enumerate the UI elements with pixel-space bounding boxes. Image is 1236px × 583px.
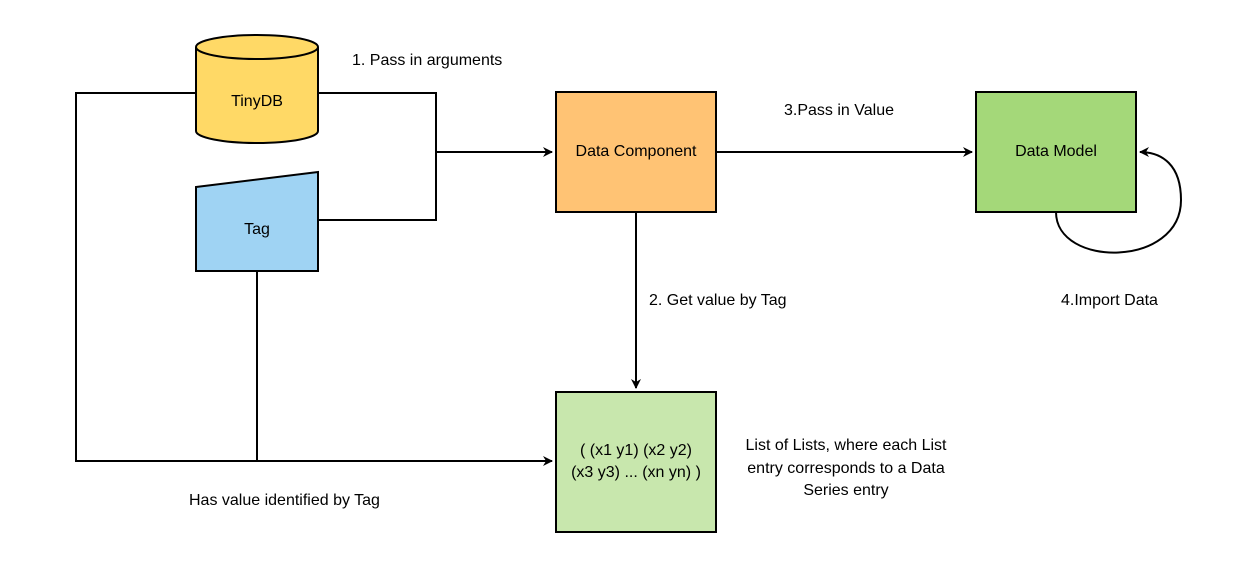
tinydb-cylinder-top <box>195 34 319 60</box>
list-node: ( (x1 y1) (x2 y2) (x3 y3) ... (xn yn) ) <box>555 391 717 533</box>
edge-tinydb-to-list <box>75 92 553 466</box>
label-get-value-by-tag: 2. Get value by Tag <box>649 292 787 309</box>
label-has-value: Has value identified by Tag <box>189 492 380 509</box>
label-pass-in-arguments: 1. Pass in arguments <box>352 52 502 69</box>
data-component-box <box>555 91 717 213</box>
data-component-node: Data Component <box>555 91 717 213</box>
data-model-label: Data Model <box>1015 143 1097 160</box>
edge-model-self-loop <box>1055 147 1183 254</box>
tag-node: Tag <box>195 170 319 272</box>
label-pass-in-value: 3.Pass in Value <box>784 102 894 119</box>
tinydb-cylinder-body <box>195 47 319 144</box>
data-model-box <box>975 91 1137 213</box>
tag-label: Tag <box>244 221 270 238</box>
tinydb-node: TinyDB <box>195 34 319 144</box>
label-list-description-line-2: entry corresponds to a Data <box>747 460 945 477</box>
data-component-label: Data Component <box>576 143 698 160</box>
list-box <box>555 391 717 533</box>
data-model-node: Data Model <box>975 91 1137 213</box>
label-list-description-line-3: Series entry <box>803 482 888 499</box>
tinydb-label: TinyDB <box>231 93 283 110</box>
label-list-description-line-1: List of Lists, where each List <box>746 437 948 454</box>
list-label-line-2: (x3 y3) ... (xn yn) ) <box>571 464 701 481</box>
edge-tag-to-component <box>318 152 437 221</box>
annotations: 1. Pass in arguments 3.Pass in Value 2. … <box>189 52 1158 509</box>
list-label-line-1: ( (x1 y1) (x2 y2) <box>580 442 692 459</box>
edges <box>75 92 1183 466</box>
tag-shape <box>195 170 319 272</box>
label-import-data: 4.Import Data <box>1061 292 1158 309</box>
edge-tinydb-to-component <box>318 92 437 152</box>
